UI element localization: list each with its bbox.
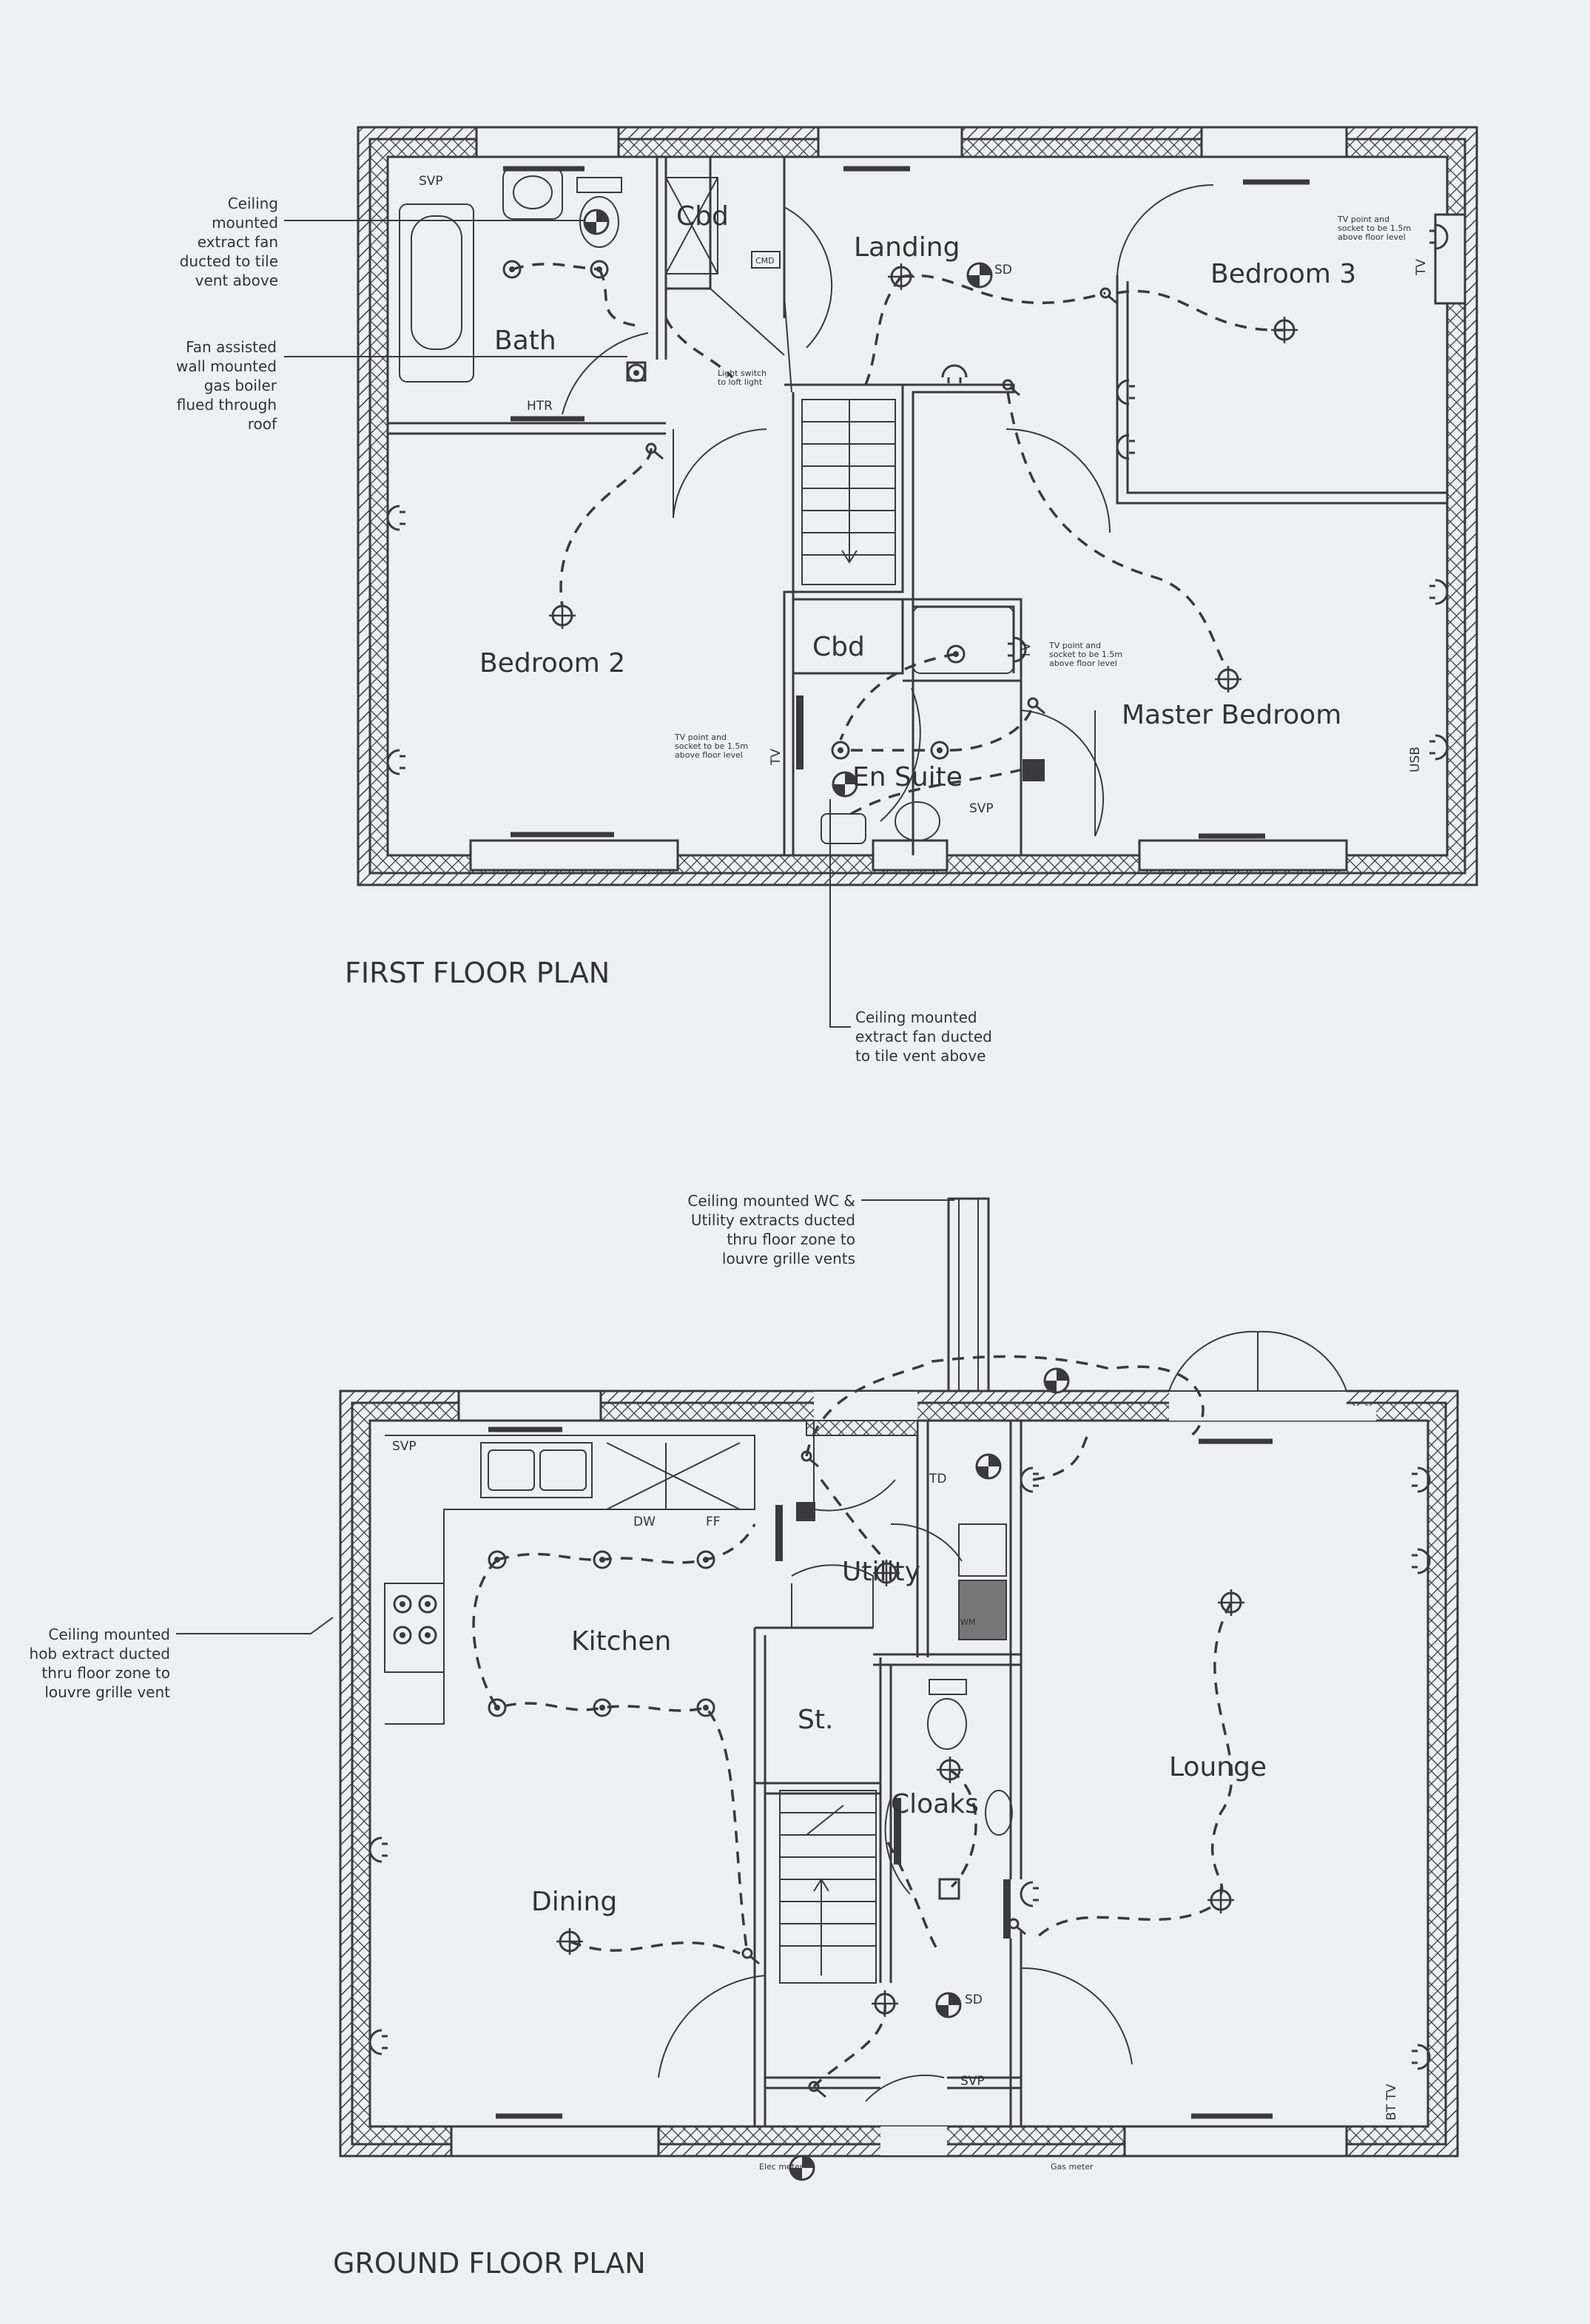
svg-text:Ceiling mounted: Ceiling mounted — [855, 1008, 977, 1026]
gas-meter-label: Gas meter — [1051, 2162, 1094, 2172]
tv-label: TV — [1414, 259, 1429, 276]
room-label-lounge: Lounge — [1169, 1752, 1267, 1782]
extract-fan-icon — [583, 209, 610, 235]
svp-label: SVP — [969, 801, 994, 816]
bath-fixtures — [399, 166, 718, 383]
room-label-cbd-lower: Cbd — [812, 632, 865, 662]
ensuite-fixtures — [821, 606, 1014, 844]
svg-text:TV point and: TV point and — [1337, 215, 1389, 224]
fridge-freezer-label: FF — [706, 1515, 721, 1529]
room-label-landing: Landing — [854, 232, 960, 263]
room-label-cbd: Cbd — [676, 201, 729, 232]
room-label-bedroom-2: Bedroom 2 — [479, 648, 625, 678]
utility-fixtures — [779, 1523, 1013, 1984]
cmd-label: CMD — [755, 256, 775, 266]
svg-text:louvre grille vents: louvre grille vents — [722, 1250, 855, 1267]
smoke-detector-label: SD — [965, 1993, 983, 2007]
internal-walls — [388, 157, 1447, 855]
svg-text:Fan assisted: Fan assisted — [186, 338, 277, 356]
room-label-bath: Bath — [494, 326, 556, 356]
svg-text:TV point and: TV point and — [1048, 641, 1101, 650]
first-floor-title: FIRST FLOOR PLAN — [345, 957, 610, 989]
svg-text:above floor level: above floor level — [1049, 659, 1117, 668]
svg-text:thru floor zone to: thru floor zone to — [727, 1230, 855, 1248]
first-floor-plan: Bath Cbd Landing Bedroom 3 Bedroom 2 Cbd… — [176, 126, 1478, 1065]
svg-text:Utility extracts ducted: Utility extracts ducted — [691, 1211, 855, 1229]
washing-machine-label: WM — [960, 1617, 975, 1627]
smoke-detector-label: SD — [994, 263, 1012, 277]
svg-text:gas boiler: gas boiler — [204, 377, 277, 394]
dishwasher-label: DW — [633, 1515, 656, 1529]
room-label-dining: Dining — [531, 1887, 617, 1917]
room-label-cloaks: Cloaks — [891, 1789, 979, 1819]
note-wc-utility-extract: Ceiling mounted WC &Utility extracts duc… — [687, 1192, 855, 1267]
bt-tv-label: BT TV — [1384, 2084, 1399, 2121]
usb-label: USB — [1408, 747, 1423, 772]
svg-text:hob extract ducted: hob extract ducted — [30, 1645, 170, 1663]
doors — [658, 1421, 1133, 2102]
svg-text:above floor level: above floor level — [1338, 232, 1406, 242]
svg-text:socket to be 1.5m: socket to be 1.5m — [675, 741, 748, 751]
room-label-bedroom-3: Bedroom 3 — [1210, 259, 1356, 289]
windows — [469, 126, 1466, 872]
windows — [450, 1385, 1376, 2158]
htr-label: HTR — [527, 399, 553, 414]
tv-label: TV — [769, 749, 784, 766]
internal-walls — [753, 1421, 1023, 2126]
svg-text:Ceiling mounted WC &: Ceiling mounted WC & — [687, 1192, 855, 1210]
svg-text:extract fan: extract fan — [198, 233, 278, 251]
room-label-en-suite: En Suite — [852, 762, 963, 792]
svg-text:extract fan ducted: extract fan ducted — [855, 1028, 992, 1045]
svg-text:roof: roof — [248, 415, 277, 433]
svp-label: SVP — [419, 174, 443, 189]
svg-text:TV point and: TV point and — [674, 732, 727, 742]
svg-text:ducted to tile: ducted to tile — [180, 252, 278, 270]
svg-text:above floor level: above floor level — [675, 750, 743, 760]
svg-text:to tile vent above: to tile vent above — [855, 1047, 986, 1065]
extract-fan-icon — [975, 1453, 1002, 1480]
svg-text:vent above: vent above — [195, 272, 278, 289]
elec-meter-label: Elec meter — [759, 2162, 804, 2172]
svg-text:louvre grille vent: louvre grille vent — [44, 1683, 170, 1701]
ground-floor-plan: Kitchen Utility St. Cloaks Lounge Dining… — [30, 1192, 1459, 2280]
svg-text:mounted: mounted — [212, 214, 278, 232]
room-label-utility: Utility — [842, 1557, 920, 1587]
svg-text:wall mounted: wall mounted — [176, 357, 277, 375]
svg-text:thru floor zone to: thru floor zone to — [41, 1664, 170, 1682]
svp-label: SVP — [960, 2074, 985, 2089]
room-label-kitchen: Kitchen — [571, 1626, 671, 1657]
ground-floor-title: GROUND FLOOR PLAN — [333, 2247, 646, 2280]
wiring — [472, 1355, 1233, 2088]
note-hob-extract: Ceiling mounted hob extract ducted thru f… — [30, 1626, 171, 1701]
doors — [562, 183, 1214, 837]
svg-text:flued through: flued through — [177, 396, 277, 414]
svp-label: SVP — [392, 1439, 417, 1454]
stairs — [801, 399, 896, 585]
room-label-store: St. — [798, 1705, 833, 1735]
svg-text:socket to be 1.5m: socket to be 1.5m — [1049, 650, 1122, 659]
svg-text:Light switch: Light switch — [718, 368, 767, 378]
svg-text:socket to be 1.5m: socket to be 1.5m — [1338, 223, 1411, 233]
note-extract-fan-ensuite: Ceiling mounted extract fan ducted to ti… — [855, 1008, 992, 1065]
tv-label: TV — [1019, 642, 1034, 659]
svg-text:Ceiling mounted: Ceiling mounted — [48, 1626, 170, 1643]
svg-text:to loft light: to loft light — [718, 377, 763, 387]
room-label-master-bedroom: Master Bedroom — [1122, 700, 1341, 730]
kitchen-units — [384, 1435, 755, 1725]
wiring — [511, 263, 1285, 815]
svg-text:Ceiling: Ceiling — [228, 195, 278, 212]
tumble-dryer-label: TD — [929, 1472, 946, 1486]
